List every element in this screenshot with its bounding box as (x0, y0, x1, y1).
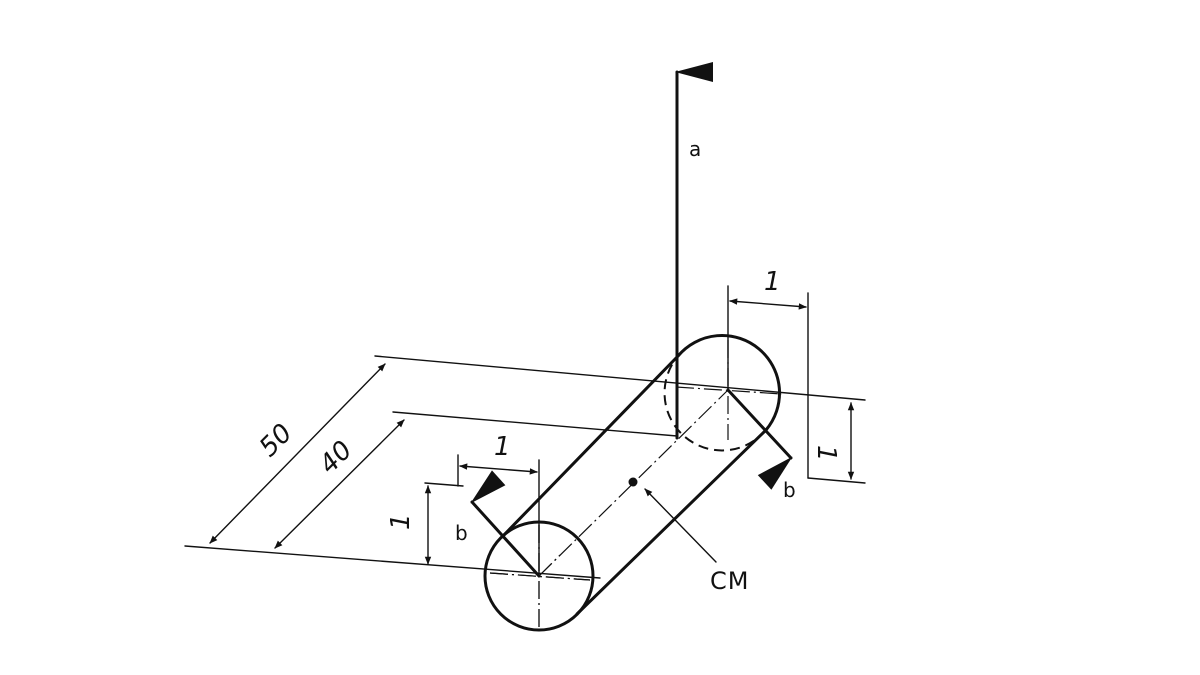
text-labels: a b b CM 50 40 1 1 1 1 (254, 137, 841, 595)
dimension-front-v-1-label: 1 (386, 513, 416, 530)
extension-lines (184, 285, 866, 579)
dimension-lines (209, 298, 855, 565)
vector-b-front-label: b (455, 521, 468, 545)
front-end-circle (483, 520, 595, 632)
dimension-40-label: 40 (314, 435, 359, 480)
vector-a-label: a (689, 137, 701, 161)
cylinder (483, 334, 781, 632)
cylinder-top-edge (500, 354, 680, 539)
dimension-front-h-1-label: 1 (494, 432, 511, 462)
cylinder-bottom-edge (575, 428, 768, 616)
vector-b-back-arrow (726, 388, 793, 490)
dimension-top-1-label: 1 (764, 267, 781, 297)
vectors (470, 62, 793, 578)
dimension-back-v-1-label: 1 (811, 445, 841, 462)
center-of-mass-point (628, 477, 638, 487)
vector-b-front-arrow (470, 470, 541, 578)
dimension-50-label: 50 (254, 418, 299, 463)
center-of-mass-label: CM (710, 567, 749, 595)
vector-b-back-label: b (783, 478, 796, 502)
back-end-circle-hidden (663, 355, 767, 452)
back-end-circle-visible (676, 334, 781, 432)
